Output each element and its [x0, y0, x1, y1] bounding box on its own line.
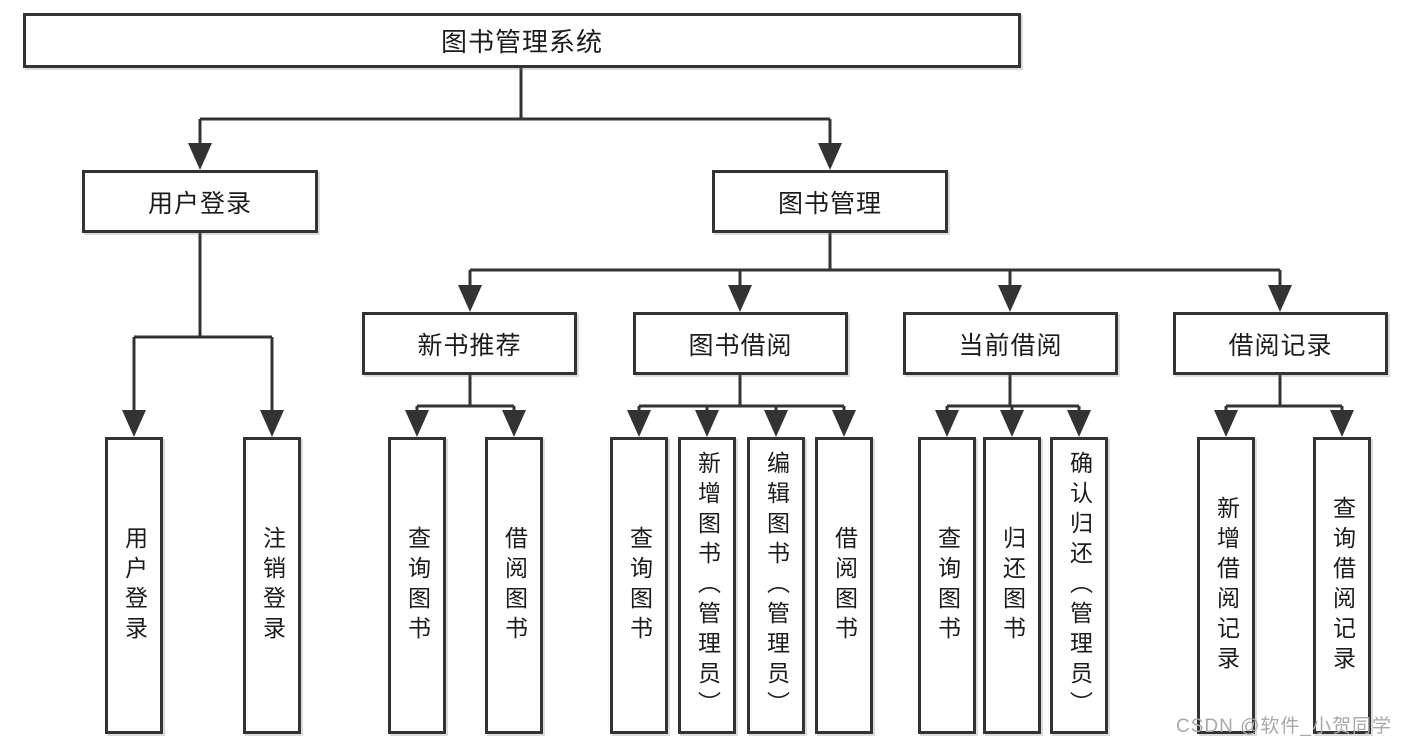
connector-book-management	[468, 233, 1282, 292]
arrow-icon	[188, 143, 212, 170]
arrow-icon	[1268, 285, 1292, 312]
node-root: 图书管理系统	[23, 13, 1021, 68]
node-book-management-label: 图书管理	[777, 189, 882, 218]
arrow-icon	[1330, 410, 1354, 437]
leaf-return-book: 归还图书	[983, 437, 1041, 734]
arrow-icon	[405, 410, 429, 437]
arrow-icon	[260, 410, 284, 437]
connector-root	[198, 68, 832, 150]
node-current-borrow-label: 当前借阅	[958, 331, 1063, 360]
arrow-icon	[832, 410, 856, 437]
leaf-newbook-query-book: 查询图书	[388, 437, 446, 734]
node-borrow-records-label: 借阅记录	[1228, 331, 1333, 360]
leaf-query-borrow-record: 查询借阅记录	[1313, 437, 1371, 734]
leaf-confirm-return-admin: 确认归还（管理员）	[1050, 437, 1108, 734]
leaf-edit-book-admin: 编辑图书（管理员）	[747, 437, 805, 734]
arrow-icon	[458, 285, 482, 312]
leaf-logout: 注销登录	[243, 437, 301, 734]
arrow-icon	[764, 410, 788, 437]
node-current-borrow: 当前借阅	[903, 312, 1118, 375]
node-borrow-records: 借阅记录	[1173, 312, 1388, 375]
csdn-watermark: CSDN @软件_小贺同学	[1176, 716, 1392, 737]
leaf-user-login: 用户登录	[105, 437, 163, 734]
leaf-borrow-query-book: 查询图书	[610, 437, 668, 734]
arrow-icon	[695, 410, 719, 437]
node-new-book-recommend: 新书推荐	[362, 312, 577, 375]
node-book-borrow: 图书借阅	[633, 312, 848, 375]
leaf-add-borrow-record: 新增借阅记录	[1197, 437, 1255, 734]
arrow-icon	[1067, 410, 1091, 437]
node-user-login: 用户登录	[82, 170, 318, 233]
arrow-icon	[627, 410, 651, 437]
leaf-add-book-admin: 新增图书（管理员）	[678, 437, 736, 734]
leaf-borrow-book: 借阅图书	[815, 437, 873, 734]
arrow-icon	[122, 410, 146, 437]
connector-new-book	[415, 375, 516, 417]
node-user-login-label: 用户登录	[147, 189, 252, 218]
leaf-newbook-borrow-book: 借阅图书	[485, 437, 543, 734]
node-book-management: 图书管理	[712, 170, 948, 233]
arrow-icon	[1214, 410, 1238, 437]
leaf-current-query-book: 查询图书	[918, 437, 976, 734]
connector-borrow-records	[1224, 375, 1344, 417]
arrow-icon	[1000, 410, 1024, 437]
connector-book-borrow	[637, 375, 846, 417]
arrow-icon	[818, 143, 842, 170]
node-root-label: 图书管理系统	[440, 27, 603, 57]
node-book-borrow-label: 图书借阅	[688, 331, 793, 360]
arrow-icon	[728, 285, 752, 312]
arrow-icon	[935, 410, 959, 437]
node-new-book-recommend-label: 新书推荐	[417, 331, 522, 360]
arrow-icon	[998, 285, 1022, 312]
connector-user-login	[132, 233, 274, 417]
arrowheads	[122, 143, 1354, 437]
arrow-icon	[502, 410, 526, 437]
